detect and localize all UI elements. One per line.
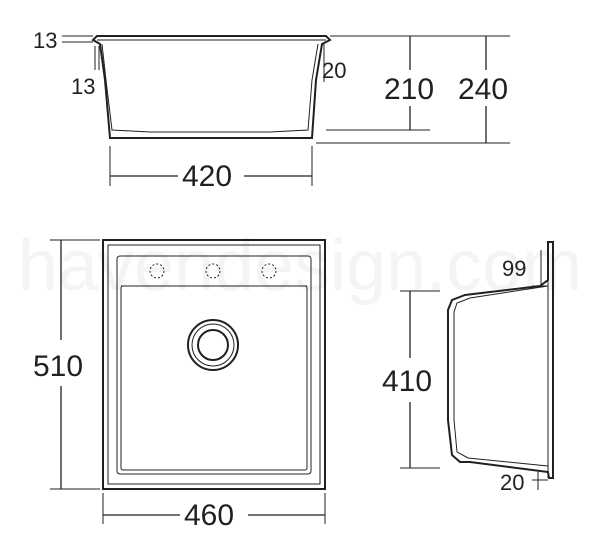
dim-99-label: 99 — [502, 256, 526, 281]
plan-bowl-outline — [116, 255, 312, 475]
dim-240-label: 240 — [458, 73, 508, 106]
dim-13-top-label: 13 — [33, 28, 57, 53]
tap-hole-left-icon — [149, 263, 165, 279]
waste-outlet-inner-icon — [197, 329, 229, 361]
front-view: 13 13 20 210 240 420 — [33, 28, 516, 193]
dim-240-label-bg — [456, 70, 516, 106]
side-view: 99 410 20 — [382, 241, 554, 495]
waste-outlet-outer-icon — [187, 319, 239, 371]
dim-210-label-bg — [380, 70, 442, 106]
plan-bowl-inner — [120, 285, 308, 471]
plan-outer-inner-line — [107, 244, 321, 485]
dim-20-side-label: 20 — [500, 470, 524, 495]
tap-hole-center-icon — [205, 263, 221, 279]
dim-510-label: 510 — [33, 350, 83, 383]
dim-13-left-label: 13 — [71, 74, 95, 99]
front-bowl-inner — [101, 43, 319, 133]
side-bowl-outline — [447, 241, 554, 479]
tap-hole-right-icon — [261, 263, 277, 279]
plan-outer-outline — [102, 239, 326, 490]
waste-outlet-mid-icon — [191, 323, 235, 367]
dim-410-label: 410 — [382, 365, 432, 398]
dim-420-label: 420 — [182, 160, 232, 193]
dim-210-label: 210 — [384, 73, 434, 106]
dim-20-front-label: 20 — [322, 58, 346, 83]
plan-view: 510 460 — [33, 239, 326, 532]
front-bowl-outline — [91, 35, 332, 139]
side-bowl-inner — [453, 285, 549, 467]
dim-460-label: 460 — [184, 499, 234, 532]
